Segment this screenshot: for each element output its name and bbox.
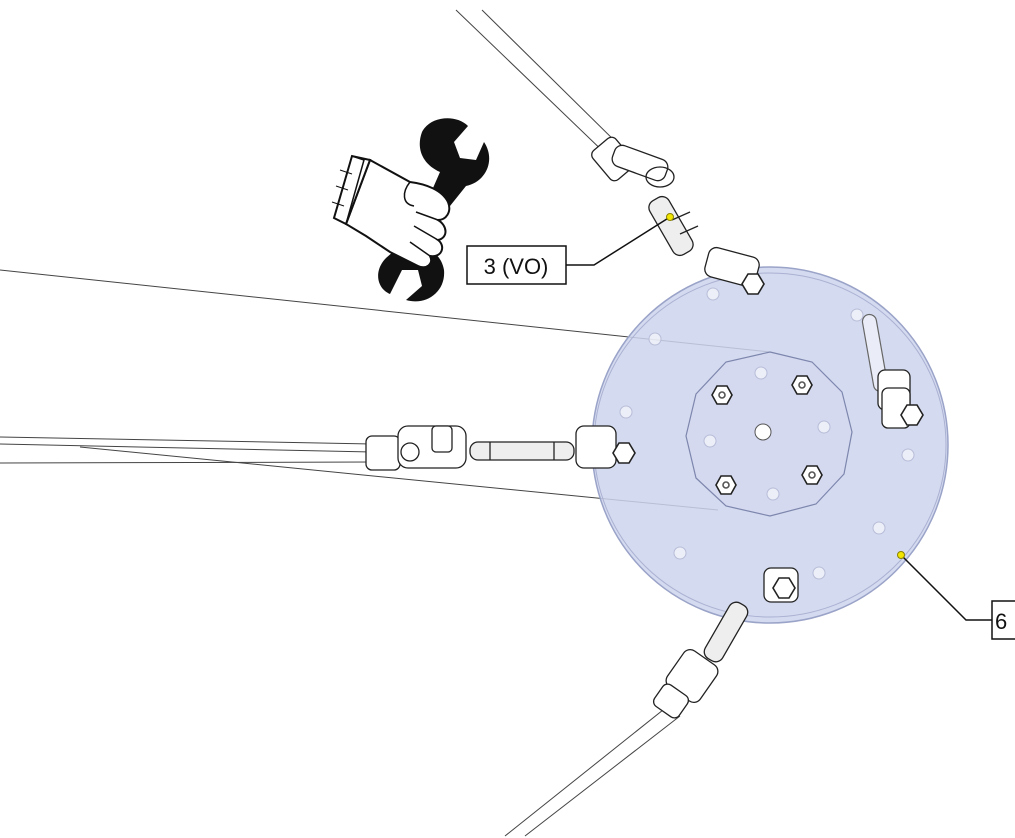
callout-6: 6: [897, 551, 1015, 640]
hub-bolts: [711, 375, 823, 495]
leader-dot-3-vo: [666, 213, 674, 221]
callout-box-3-vo: [466, 245, 567, 285]
turnbuckle-top: [591, 136, 765, 295]
callout-label-6: 6: [995, 609, 1007, 634]
plate-holes: [619, 287, 915, 580]
mounting-plate: [591, 266, 949, 624]
leader-line-6: [900, 554, 992, 621]
callout-box-6: [991, 600, 1015, 640]
wrench-in-hand-icon: [331, 118, 490, 302]
callout-label-3-vo: 3 (VO): [484, 254, 549, 279]
leader-dot-6: [897, 551, 905, 559]
turnbuckle-left: [365, 425, 636, 471]
turnbuckle-right: [877, 369, 924, 429]
cable-lines: [0, 9, 771, 837]
centre-hole: [754, 423, 772, 441]
leader-line-3-vo: [566, 216, 671, 266]
callout-3-vo: 3 (VO): [466, 213, 674, 285]
turnbuckle-bottom: [652, 567, 799, 719]
